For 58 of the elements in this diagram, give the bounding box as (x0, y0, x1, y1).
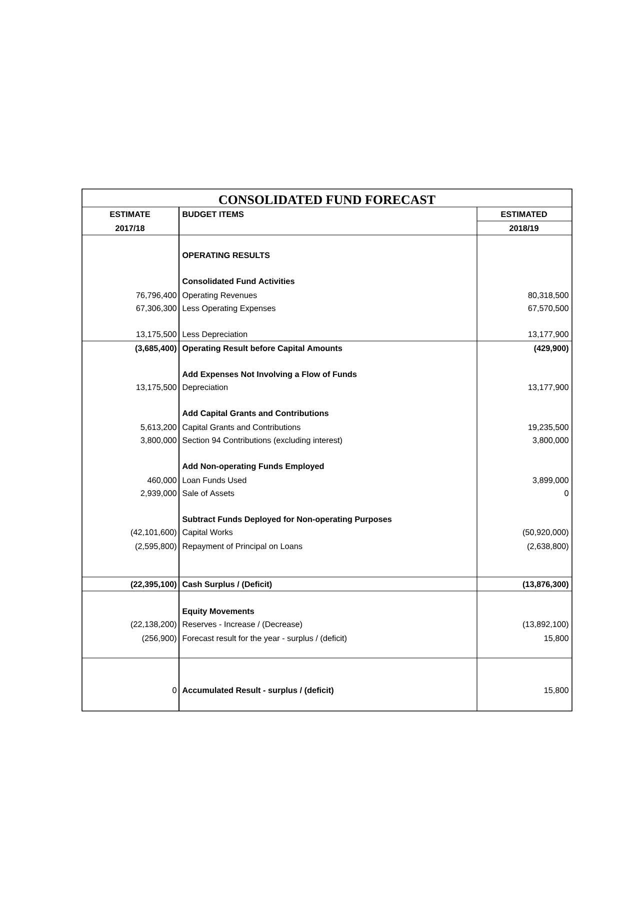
column-header: BUDGET ITEMS (182, 211, 244, 218)
amount: (256,900) (142, 635, 176, 643)
amount: 13,175,500 (136, 331, 176, 338)
section-heading: Add Non-operating Funds Employed (182, 463, 324, 471)
amount: (13,892,100) (522, 621, 568, 629)
amount: (3,685,400) (135, 345, 176, 353)
amount: 5,613,200 (140, 424, 176, 432)
row-label: Forecast result for the year - surplus / (deficit) (182, 635, 346, 643)
row-label: Capital Grants and Contributions (182, 424, 300, 432)
row-label: Depreciation (182, 384, 228, 392)
column-header: 2017/18 (116, 225, 145, 232)
amount: 67,570,500 (528, 305, 568, 312)
amount: 460,000 (147, 477, 176, 484)
column-header: ESTIMATE (110, 211, 150, 218)
amount: 13,177,900 (528, 384, 568, 392)
row-label: Reserves - Increase / (Decrease) (182, 621, 302, 629)
amount: 3,800,000 (532, 437, 568, 444)
row-label: Less Depreciation (182, 331, 248, 339)
amount: 2,939,000 (140, 490, 176, 498)
column-header: ESTIMATED (501, 211, 547, 218)
row-label: Sale of Assets (182, 490, 234, 496)
section-heading: OPERATING RESULTS (182, 252, 270, 258)
section-heading: Add Expenses Not Involving a Flow of Funds (182, 371, 357, 379)
amount: 0 (564, 490, 568, 496)
row-label: Accumulated Result - surplus / (deficit) (182, 687, 334, 695)
table-title: CONSOLIDATED FUND FORECAST (219, 195, 436, 204)
amount: (50,920,000) (522, 529, 568, 537)
amount: (42,101,600) (130, 529, 176, 537)
row-label: Loan Funds Used (182, 477, 246, 484)
row-label: Less Operating Expenses (182, 305, 276, 313)
amount: 67,306,300 (136, 305, 176, 312)
row-label: Capital Works (182, 529, 233, 537)
amount: 0 (172, 687, 176, 694)
row-label: Operating Revenues (182, 292, 257, 300)
amount: 13,177,900 (528, 331, 568, 338)
amount: (429,900) (534, 345, 568, 353)
amount: 76,796,400 (136, 292, 176, 300)
amount: (2,595,800) (136, 543, 176, 551)
amount: 15,800 (544, 687, 568, 694)
section-heading: Consolidated Fund Activities (182, 278, 294, 284)
row-label: Cash Surplus / (Deficit) (182, 581, 272, 589)
amount: (22,138,200) (130, 621, 176, 629)
row-label: Operating Result before Capital Amounts (182, 345, 342, 353)
amount: 3,899,000 (532, 477, 568, 484)
column-header: 2018/19 (510, 225, 538, 232)
section-heading: Equity Movements (182, 608, 254, 616)
amount: 13,175,500 (136, 384, 176, 392)
amount: 15,800 (544, 635, 568, 642)
amount: 80,318,500 (528, 292, 568, 300)
row-label: Section 94 Contributions (excluding interest) (182, 437, 342, 445)
amount: (2,638,800) (528, 543, 568, 551)
amount: 3,800,000 (140, 437, 176, 444)
amount: (22,395,100) (130, 581, 176, 589)
section-heading: Add Capital Grants and Contributions (182, 410, 328, 418)
section-heading: Subtract Funds Deployed for Non-operating Purposes (182, 516, 392, 524)
row-label: Repayment of Principal on Loans (182, 543, 302, 551)
amount: 19,235,500 (528, 424, 568, 432)
amount: (13,876,300) (522, 581, 568, 589)
